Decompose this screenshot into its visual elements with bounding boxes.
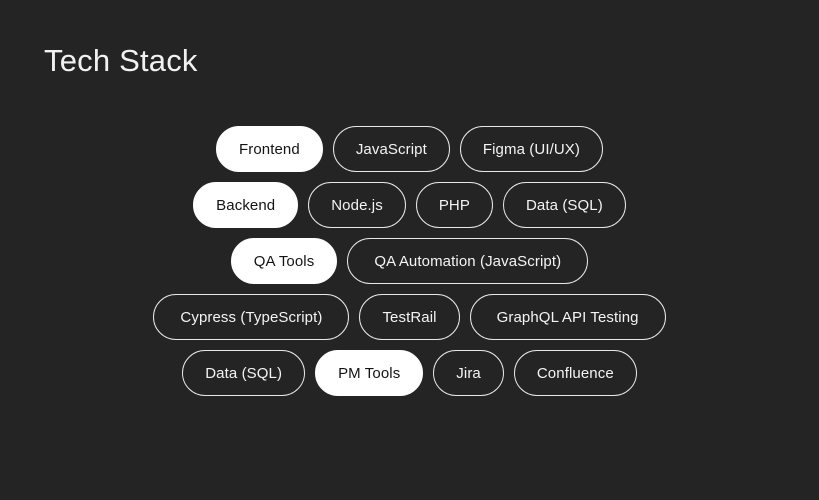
pill-jira[interactable]: Jira <box>433 350 504 396</box>
pill-backend[interactable]: Backend <box>193 182 299 228</box>
pill-row-3: QA Tools QA Automation (JavaScript) <box>230 238 589 284</box>
pill-javascript[interactable]: JavaScript <box>332 126 450 172</box>
pill-row-5: Data (SQL) PM Tools Jira Confluence <box>182 350 637 396</box>
pill-nodejs[interactable]: Node.js <box>308 182 406 228</box>
page-title: Tech Stack <box>44 43 198 78</box>
pill-graphql-api-testing[interactable]: GraphQL API Testing <box>469 294 666 340</box>
pill-cypress-typescript[interactable]: Cypress (TypeScript) <box>153 294 350 340</box>
pill-frontend[interactable]: Frontend <box>215 126 323 172</box>
pill-data-sql-pm[interactable]: Data (SQL) <box>182 350 306 396</box>
pill-qa-tools[interactable]: QA Tools <box>230 238 338 284</box>
pill-testrail[interactable]: TestRail <box>359 294 460 340</box>
pill-row-4: Cypress (TypeScript) TestRail GraphQL AP… <box>153 294 666 340</box>
pill-data-sql-backend[interactable]: Data (SQL) <box>502 182 626 228</box>
pill-qa-automation-javascript[interactable]: QA Automation (JavaScript) <box>347 238 589 284</box>
pill-confluence[interactable]: Confluence <box>513 350 637 396</box>
tech-stack-pill-cloud: Frontend JavaScript Figma (UI/UX) Backen… <box>0 126 819 396</box>
pill-figma-ui-ux[interactable]: Figma (UI/UX) <box>459 126 603 172</box>
pill-row-1: Frontend JavaScript Figma (UI/UX) <box>215 126 603 172</box>
pill-row-2: Backend Node.js PHP Data (SQL) <box>193 182 626 228</box>
pill-pm-tools[interactable]: PM Tools <box>315 350 424 396</box>
pill-php[interactable]: PHP <box>415 182 493 228</box>
